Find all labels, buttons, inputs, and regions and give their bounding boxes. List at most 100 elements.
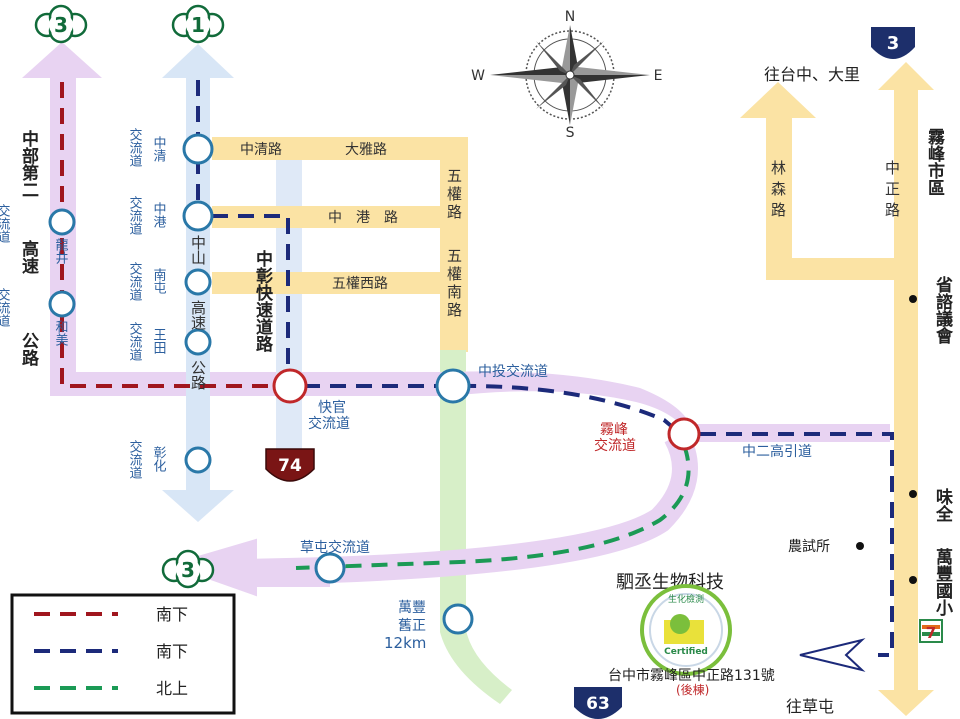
- label-ic-wanfeng-2: 舊正: [398, 618, 426, 634]
- label-ic-nantun-sub: 交流道: [127, 261, 143, 301]
- shield-prov63: 63: [574, 687, 622, 719]
- label-ic-caotun: 草屯交流道: [300, 539, 370, 556]
- ic-wufeng: [667, 417, 701, 451]
- label-ic-wanfeng-1: 萬豐: [398, 600, 426, 616]
- label-ic-wangtian: 王田: [151, 328, 167, 354]
- compass-e: E: [654, 68, 663, 84]
- label-to-taichung: 往台中、大里: [764, 65, 860, 84]
- ic-zhongqing: [182, 133, 214, 165]
- label-fwy1-mid2: 高速: [189, 300, 207, 331]
- label-ic-zhongqing-sub: 交流道: [127, 127, 143, 167]
- seven-eleven-label: 7: [926, 624, 936, 642]
- route-green: [295, 444, 691, 570]
- company-note: (後棟): [676, 682, 709, 697]
- label-fwy3-part1: 中部第二: [18, 129, 39, 198]
- ic-changhua: [184, 446, 212, 474]
- route-red: [60, 82, 290, 388]
- compass-w: W: [471, 68, 485, 84]
- shield-fwy3-bottom: 3: [161, 549, 215, 589]
- shield-prov63-label: 63: [586, 694, 610, 714]
- label-ic-longjing-sub: 交流道: [0, 203, 10, 243]
- label-ic-wufeng-1: 霧峰: [600, 422, 628, 438]
- label-ic-kuaiguan-1: 快官: [318, 400, 346, 416]
- label-ic-zhonggang: 中港: [151, 202, 167, 228]
- label-zhongqing-rd: 中清路: [240, 142, 282, 158]
- label-zhonger: 中二高引道: [742, 443, 812, 460]
- label-to-caotun: 往草屯: [786, 697, 834, 716]
- label-zhonggang-rd: 中 港 路: [328, 210, 398, 226]
- ic-wanfeng: [442, 603, 474, 635]
- right-yellow-roads: [740, 62, 934, 716]
- shield-fwy3-top-label: 3: [54, 13, 68, 37]
- compass-n: N: [565, 9, 575, 25]
- label-ic-wanfeng-3: 12km: [384, 634, 426, 652]
- compass-s: S: [566, 125, 575, 141]
- ic-caotun: [314, 552, 346, 584]
- label-farm: 農試所: [788, 539, 830, 555]
- legend-item-3: 北上: [34, 679, 188, 698]
- label-daya-rd: 大雅路: [345, 142, 387, 158]
- label-fwy3-part3: 公路: [18, 332, 39, 367]
- legend-label-2: 南下: [156, 642, 188, 661]
- shield-prov74: 74: [265, 448, 315, 482]
- label-weichuan: 味全: [932, 487, 954, 522]
- shield-prov74-label: 74: [278, 456, 302, 476]
- label-ic-zhonggang-sub: 交流道: [127, 195, 143, 235]
- caotun-arrow-band: [204, 544, 254, 590]
- label-wuquan-rd: 五權路: [445, 168, 463, 222]
- label-ic-changhua: 彰化: [151, 445, 167, 473]
- label-ic-hemei-sub: 交流道: [0, 287, 10, 327]
- shield-prov3-top-label: 3: [887, 33, 900, 54]
- label-school: 萬豐國小: [932, 547, 953, 617]
- ic-hemei: [48, 290, 76, 318]
- shield-fwy3-top: 3: [34, 4, 88, 44]
- label-fwy1-mid1: 中山: [189, 235, 207, 265]
- label-ic-wangtian-sub: 交流道: [127, 321, 143, 361]
- label-ic-zhongqing: 中清: [151, 136, 167, 162]
- east-west-band: [294, 371, 690, 436]
- label-zhongzhang: 中彰快速道路: [252, 249, 273, 353]
- shield-prov3-top: 3: [871, 27, 915, 59]
- company-badge-top: 生化檢測: [668, 593, 704, 605]
- label-ic-longjing: 龍井: [53, 237, 69, 265]
- ic-zhongtou: [435, 368, 471, 404]
- legend-label-3: 北上: [156, 679, 188, 698]
- city-road-bands: [212, 137, 468, 352]
- company-badge-cert: Certified: [664, 647, 708, 657]
- legend-label-1: 南下: [156, 605, 188, 624]
- location-pointer-icon: [799, 638, 866, 672]
- label-council: 省諮議會: [932, 275, 954, 345]
- label-ic-nantun: 南屯: [151, 267, 167, 294]
- label-ic-hemei: 和美: [53, 320, 69, 346]
- label-wuquannan-rd: 五權南路: [445, 248, 463, 320]
- label-ic-changhua-sub: 交流道: [127, 439, 143, 479]
- label-ic-kuaiguan-2: 交流道: [308, 415, 350, 432]
- label-fwy1-mid3: 公路: [189, 360, 207, 390]
- shield-fwy1-top: 1: [171, 4, 225, 44]
- place-dots: [856, 295, 917, 584]
- label-wuquanxi-rd: 五權西路: [332, 276, 388, 292]
- shield-fwy3-bottom-label: 3: [181, 558, 195, 582]
- legend: 南下 南下 北上: [10, 593, 236, 715]
- ic-nantun: [184, 268, 212, 296]
- label-ic-wufeng-2: 交流道: [594, 437, 636, 454]
- label-linsen-rd: 林森路: [769, 160, 787, 223]
- ic-zhonggang: [182, 200, 214, 232]
- ic-kuaiguan: [272, 368, 308, 404]
- label-fwy3-part2: 高速: [18, 239, 39, 274]
- interchange-circles-red: [272, 368, 701, 451]
- interchange-circles: [48, 133, 474, 635]
- label-zhongzheng-rd: 中正路: [883, 160, 901, 223]
- label-wufeng-city: 霧峰市區: [924, 127, 945, 196]
- compass-rose-icon: N S W E: [471, 9, 662, 141]
- ic-longjing: [48, 208, 76, 236]
- label-ic-zhongtou: 中投交流道: [478, 363, 548, 380]
- legend-item-2: 南下: [34, 642, 188, 661]
- shield-fwy1-top-label: 1: [191, 13, 205, 37]
- seven-eleven-logo: 7: [919, 619, 943, 643]
- company-address: 台中市霧峰區中正路131號: [608, 667, 775, 684]
- legend-item-1: 南下: [34, 605, 188, 624]
- ic-wangtian: [184, 328, 212, 356]
- company-badge-icon: 生化檢測 Certified: [640, 584, 732, 676]
